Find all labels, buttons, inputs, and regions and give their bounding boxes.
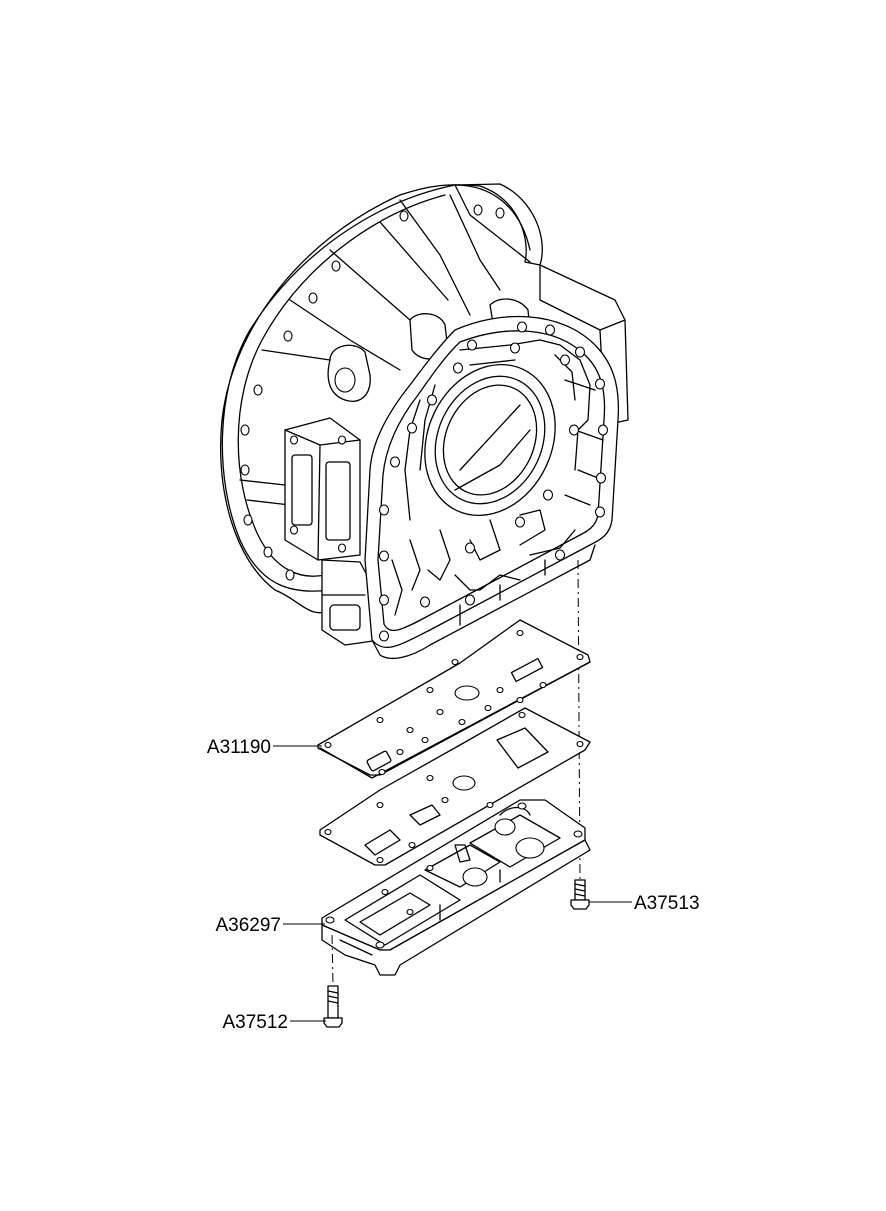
transmission-housing (219, 183, 629, 659)
separator-plate (317, 619, 591, 779)
callout-bolt-right: A37513 (634, 893, 700, 914)
bolt-left (323, 985, 343, 1028)
callout-valve-body-cover: A36297 (215, 915, 281, 936)
callout-plate-gasket: A31190 (207, 737, 271, 758)
bell-flange-holes (240, 204, 505, 581)
bolt-right (570, 879, 590, 910)
valve-body-cover (321, 799, 591, 976)
rear-face-holes (378, 321, 609, 642)
callout-bolt-left: A37512 (222, 1012, 288, 1033)
gasket (319, 707, 591, 866)
alignment-line-left (331, 934, 334, 986)
